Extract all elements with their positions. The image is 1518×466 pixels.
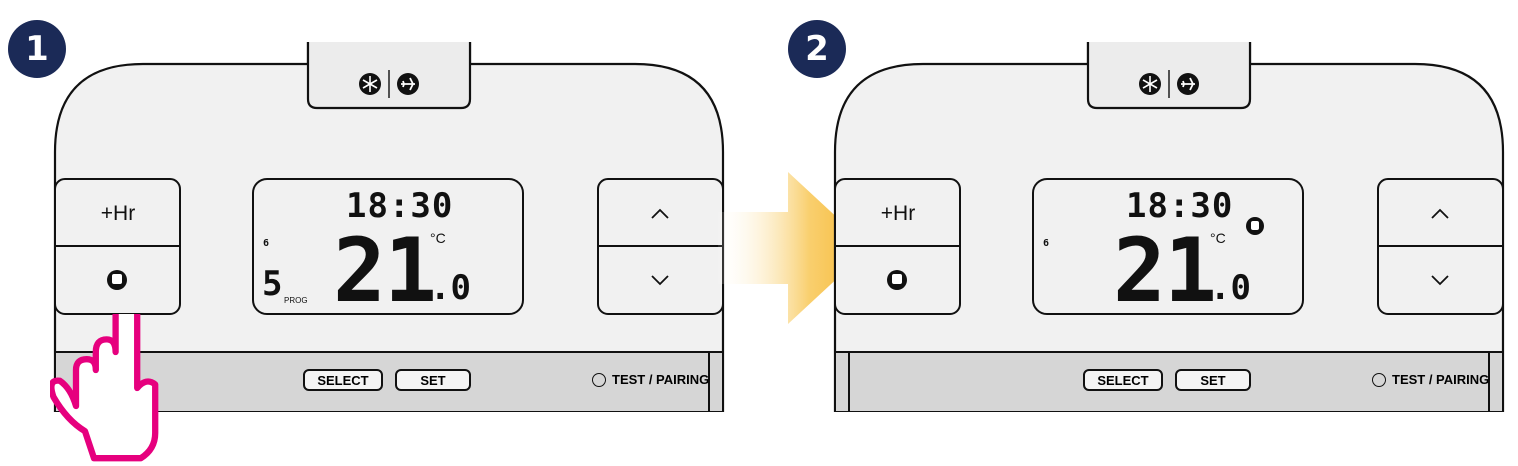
plus-hr-button[interactable]: +Hr: [100, 202, 136, 225]
lcd-temperature-decimal: .0: [430, 268, 471, 308]
lcd-time: 18:30: [1126, 186, 1234, 226]
next-step-arrow: [718, 172, 870, 324]
lcd-time: 18:30: [346, 186, 454, 226]
device-outline: [833, 42, 1505, 412]
chevron-up-icon[interactable]: [651, 208, 669, 219]
airplane-icon[interactable]: [1177, 73, 1199, 95]
test-pairing[interactable]: TEST / PAIRING: [592, 372, 709, 387]
set-button[interactable]: SET: [1175, 369, 1251, 391]
airplane-icon[interactable]: [397, 73, 419, 95]
lcd-unit: °C: [1210, 230, 1226, 246]
lcd-day: 6: [1043, 238, 1050, 249]
lcd-temperature-decimal: .0: [1210, 268, 1251, 308]
device-outline: [53, 42, 725, 412]
lcd-day: 6: [263, 238, 270, 249]
step-1: 1: [8, 18, 725, 462]
chevron-up-icon[interactable]: [1431, 208, 1449, 219]
step-badge-2: 2: [788, 20, 846, 78]
lcd-temperature: 21: [333, 219, 437, 322]
test-pairing[interactable]: TEST / PAIRING: [1372, 372, 1489, 387]
set-button[interactable]: SET: [395, 369, 471, 391]
hand-icon[interactable]: [107, 270, 127, 290]
finger-press-icon: [50, 314, 159, 462]
thermostat-device: +Hr 18:30 6 21 .0 °C SELECT SET TEST / P…: [830, 42, 1510, 412]
test-pairing-label: TEST / PAIRING: [1392, 372, 1490, 387]
select-button[interactable]: SELECT: [1083, 369, 1163, 391]
lcd-prog-label: PROG: [284, 296, 308, 305]
test-led: [592, 372, 606, 387]
lcd-temperature: 21: [1113, 219, 1217, 322]
test-led: [1372, 372, 1386, 387]
snowflake-icon[interactable]: [1139, 73, 1161, 95]
hand-icon[interactable]: [887, 270, 907, 290]
chevron-down-icon[interactable]: [1431, 275, 1449, 286]
test-pairing-label: TEST / PAIRING: [612, 372, 710, 387]
select-button[interactable]: SELECT: [303, 369, 383, 391]
lcd-manual-hand-icon: [1246, 217, 1264, 235]
plus-hr-button[interactable]: +Hr: [880, 202, 916, 225]
chevron-down-icon[interactable]: [651, 275, 669, 286]
thermostat-device: +Hr 18:30 6 5 PROG 21 .0 °C SELECT SET T…: [50, 42, 730, 412]
lcd-program-digit: 5: [262, 264, 283, 304]
step-badge-1: 1: [8, 20, 66, 78]
lcd-unit: °C: [430, 230, 446, 246]
step-2: 2: [788, 18, 1505, 458]
snowflake-icon[interactable]: [359, 73, 381, 95]
